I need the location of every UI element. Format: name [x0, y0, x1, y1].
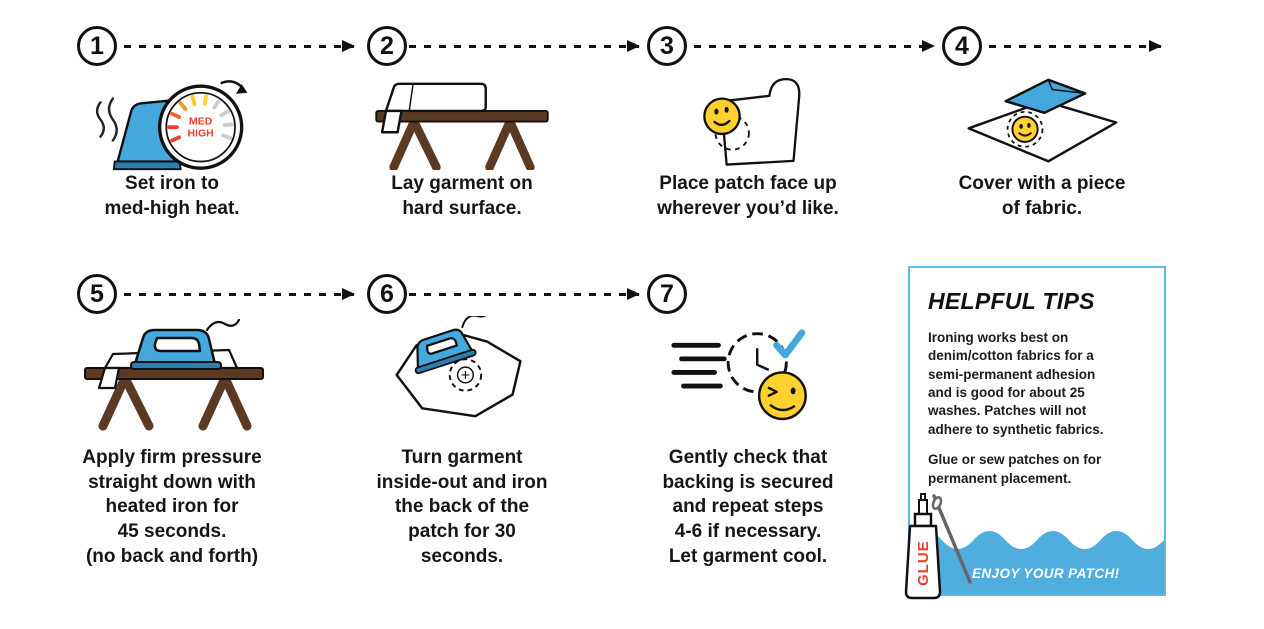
step-number: 2 — [380, 31, 394, 60]
dashed-arrow — [409, 293, 639, 296]
step-number: 3 — [660, 31, 674, 60]
blue-checkmark-icon — [773, 329, 806, 359]
step-caption: Apply firm pressure straight down with h… — [82, 447, 262, 567]
step-number-badge: 4 — [942, 26, 982, 66]
dashed-arrow — [124, 45, 354, 48]
smiley-patch-icon — [703, 97, 741, 136]
wave-footer: ENJOY YOUR PATCH! — [910, 516, 1164, 594]
patch-on-shirt-icon — [703, 77, 801, 166]
tips-paragraph-2: Glue or sew patches on for permanent pla… — [928, 452, 1102, 486]
step-caption: Lay garment on hard surface. — [391, 173, 533, 219]
timer-check-smiley-icon — [671, 329, 807, 421]
step-number: 4 — [955, 31, 969, 60]
step-number: 1 — [90, 31, 104, 60]
step-icon — [337, 78, 587, 170]
step-4: 4 Cover with a piece of fabric. — [912, 26, 1172, 256]
step-icon — [912, 74, 1172, 171]
iron-inside-out-icon — [395, 316, 522, 418]
needle-icon — [932, 494, 972, 584]
iron-press-table-icon — [84, 318, 264, 431]
dashed-arrow — [124, 293, 354, 296]
patch-placement-dashed-circle — [1006, 110, 1044, 148]
step-caption: Turn garment inside-out and iron the bac… — [376, 447, 548, 567]
cover-fabric-icon — [1004, 78, 1087, 115]
fabric-cover-icon — [967, 78, 1118, 163]
winking-smiley-icon — [757, 371, 807, 421]
step-number: 6 — [380, 279, 394, 308]
wave-shape — [910, 531, 1164, 594]
step-icon — [47, 316, 297, 431]
dashed-arrow — [694, 45, 934, 48]
dial-label-high: HIGH — [187, 129, 213, 140]
smiley-patch-icon — [1011, 115, 1039, 143]
dashed-arrow — [409, 45, 639, 48]
small-iron-icon — [414, 316, 491, 375]
step-caption: Place patch face up wherever you’d like. — [657, 173, 839, 219]
step-number-badge: 5 — [77, 274, 117, 314]
step-1: 1 MED HIGH — [47, 26, 297, 256]
step-number-badge: 7 — [647, 274, 687, 314]
step-number: 5 — [90, 279, 104, 308]
step-icon — [617, 316, 879, 425]
step-3: 3 Place patch face up wherever you’d lik… — [617, 26, 879, 256]
iron-temperature-dial-icon: MED HIGH — [95, 80, 247, 171]
step-icon — [337, 316, 587, 429]
dial-label-med: MED — [188, 116, 212, 127]
step-number: 7 — [660, 279, 674, 308]
step-number-badge: 3 — [647, 26, 687, 66]
garment-on-table-icon — [375, 82, 549, 170]
step-caption: Cover with a piece of fabric. — [958, 173, 1126, 219]
helpful-tips-panel: HELPFUL TIPS Ironing works best on denim… — [904, 266, 1166, 600]
tips-paragraph-1: Ironing works best on denim/cotton fabri… — [928, 330, 1104, 437]
step-caption: Gently check that backing is secured and… — [662, 447, 834, 567]
step-7: 7 Gently check that backing is secured a… — [617, 274, 879, 584]
glue-and-needle-icon: GLUE — [904, 493, 972, 600]
glue-bottle-icon: GLUE — [894, 490, 978, 608]
step-number-badge: 2 — [367, 26, 407, 66]
glue-label: GLUE — [915, 540, 932, 586]
step-caption: Set iron to med-high heat. — [104, 173, 240, 219]
step-icon — [617, 68, 879, 172]
step-number-badge: 1 — [77, 26, 117, 66]
tips-title: HELPFUL TIPS — [928, 288, 1095, 314]
step-6: 6 Turn garment inside-out and iron the b… — [337, 274, 587, 584]
step-2: 2 Lay garment on hard surface. — [337, 26, 587, 256]
dashed-arrow — [989, 45, 1161, 48]
dial-needle-arrow — [235, 84, 247, 94]
step-number-badge: 6 — [367, 274, 407, 314]
step-icon: MED HIGH — [47, 68, 297, 173]
step-5: 5 Apply firm pressure straight down with… — [47, 274, 297, 584]
enjoy-your-patch-text: ENJOY YOUR PATCH! — [972, 566, 1120, 581]
patch-backing-dashed-circle — [448, 358, 483, 392]
